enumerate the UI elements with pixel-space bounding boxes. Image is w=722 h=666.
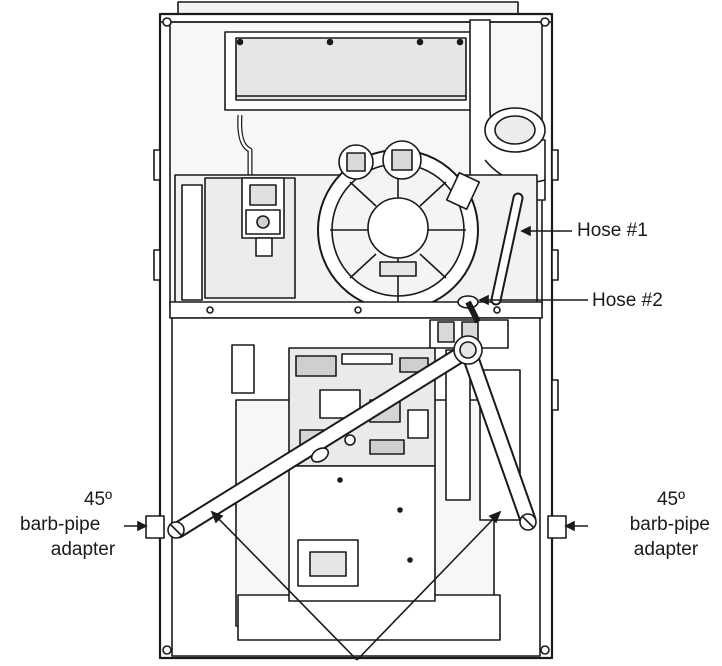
hose-2-label: Hose #2 xyxy=(592,290,663,311)
left-adapter-label: 45º barb-pipe adapter xyxy=(18,487,138,562)
inducer-blower xyxy=(317,140,481,311)
right-adapter-label: 45º barb-pipe adapter xyxy=(592,487,710,562)
hose-1-label: Hose #1 xyxy=(577,220,648,241)
vent-collector-box xyxy=(224,31,478,111)
right-adapter-line-3: adapter xyxy=(633,539,699,560)
left-adapter-line-1: 45º xyxy=(83,489,113,510)
leader-bottom-left xyxy=(211,511,358,661)
leader-bottom-right-arrow xyxy=(488,510,502,524)
left-barb-adapter xyxy=(145,515,185,539)
right-adapter-line-2: barb-pipe xyxy=(629,514,710,535)
leader-bottom-left-arrow xyxy=(210,510,224,524)
left-adapter-line-2: barb-pipe xyxy=(20,514,101,535)
hose-1 xyxy=(490,192,524,306)
junction-box xyxy=(288,465,436,602)
gas-valve xyxy=(241,177,285,257)
drain-hose-right xyxy=(453,335,537,529)
leader-bottom-right xyxy=(356,511,501,661)
divider-rail xyxy=(169,301,543,319)
right-adapter-line-1: 45º xyxy=(656,489,686,510)
leader-hose-1-arrow xyxy=(520,225,531,237)
leader-hose-2-arrow xyxy=(478,294,489,306)
right-barb-adapter xyxy=(519,513,567,539)
drain-hose-left xyxy=(169,341,477,539)
leader-right-adapter-arrow xyxy=(564,520,575,532)
hose-2 xyxy=(457,295,481,324)
leader-left-adapter-arrow xyxy=(137,520,148,532)
left-adapter-line-3: adapter xyxy=(50,539,116,560)
pressure-switch-tubing xyxy=(237,114,253,175)
